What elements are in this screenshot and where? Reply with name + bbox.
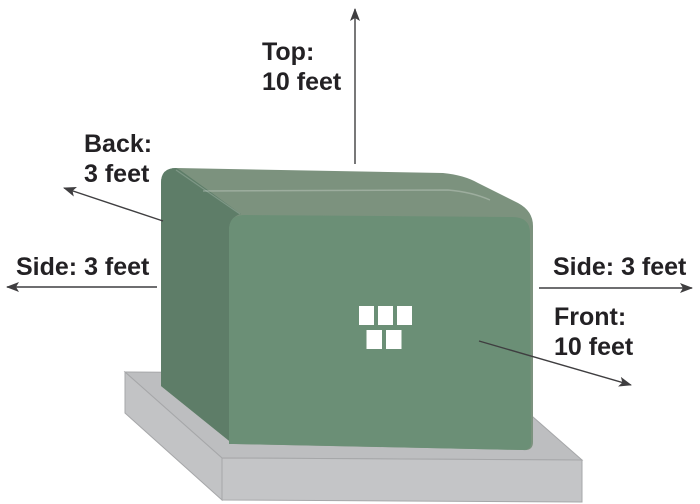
unit-side-face <box>161 168 241 444</box>
vent-square <box>378 306 393 325</box>
vent-grid <box>359 306 412 349</box>
front-clearance-label: Front: 10 feet <box>554 302 633 362</box>
label-line: Front: <box>554 303 627 331</box>
vent-square <box>359 306 374 325</box>
label-line: Top: <box>262 38 315 66</box>
right-side-clearance-label: Side: 3 feet <box>553 252 686 282</box>
back-clearance-label: Back: 3 feet <box>84 129 152 189</box>
unit-top-seam-line <box>202 189 491 201</box>
label-line: 3 feet <box>84 160 150 188</box>
front-clearance-arrow <box>478 340 632 387</box>
top-clearance-label: Top: 10 feet <box>262 37 341 97</box>
unit-corner-seam-line <box>175 169 241 215</box>
label-line: Side: 3 feet <box>16 253 150 281</box>
outdoor-unit <box>161 168 533 451</box>
left-side-clearance-label: Side: 3 feet <box>16 252 149 282</box>
clearance-arrows <box>6 8 693 387</box>
vent-square <box>366 330 382 349</box>
vent-square <box>386 330 402 349</box>
label-line: 10 feet <box>554 333 634 361</box>
label-line: Back: <box>84 130 153 158</box>
label-line: 10 feet <box>262 68 342 96</box>
back-clearance-arrow <box>63 187 164 222</box>
vent-square <box>397 306 412 325</box>
pad-front-face <box>221 457 583 503</box>
label-line: Side: 3 feet <box>553 253 687 281</box>
